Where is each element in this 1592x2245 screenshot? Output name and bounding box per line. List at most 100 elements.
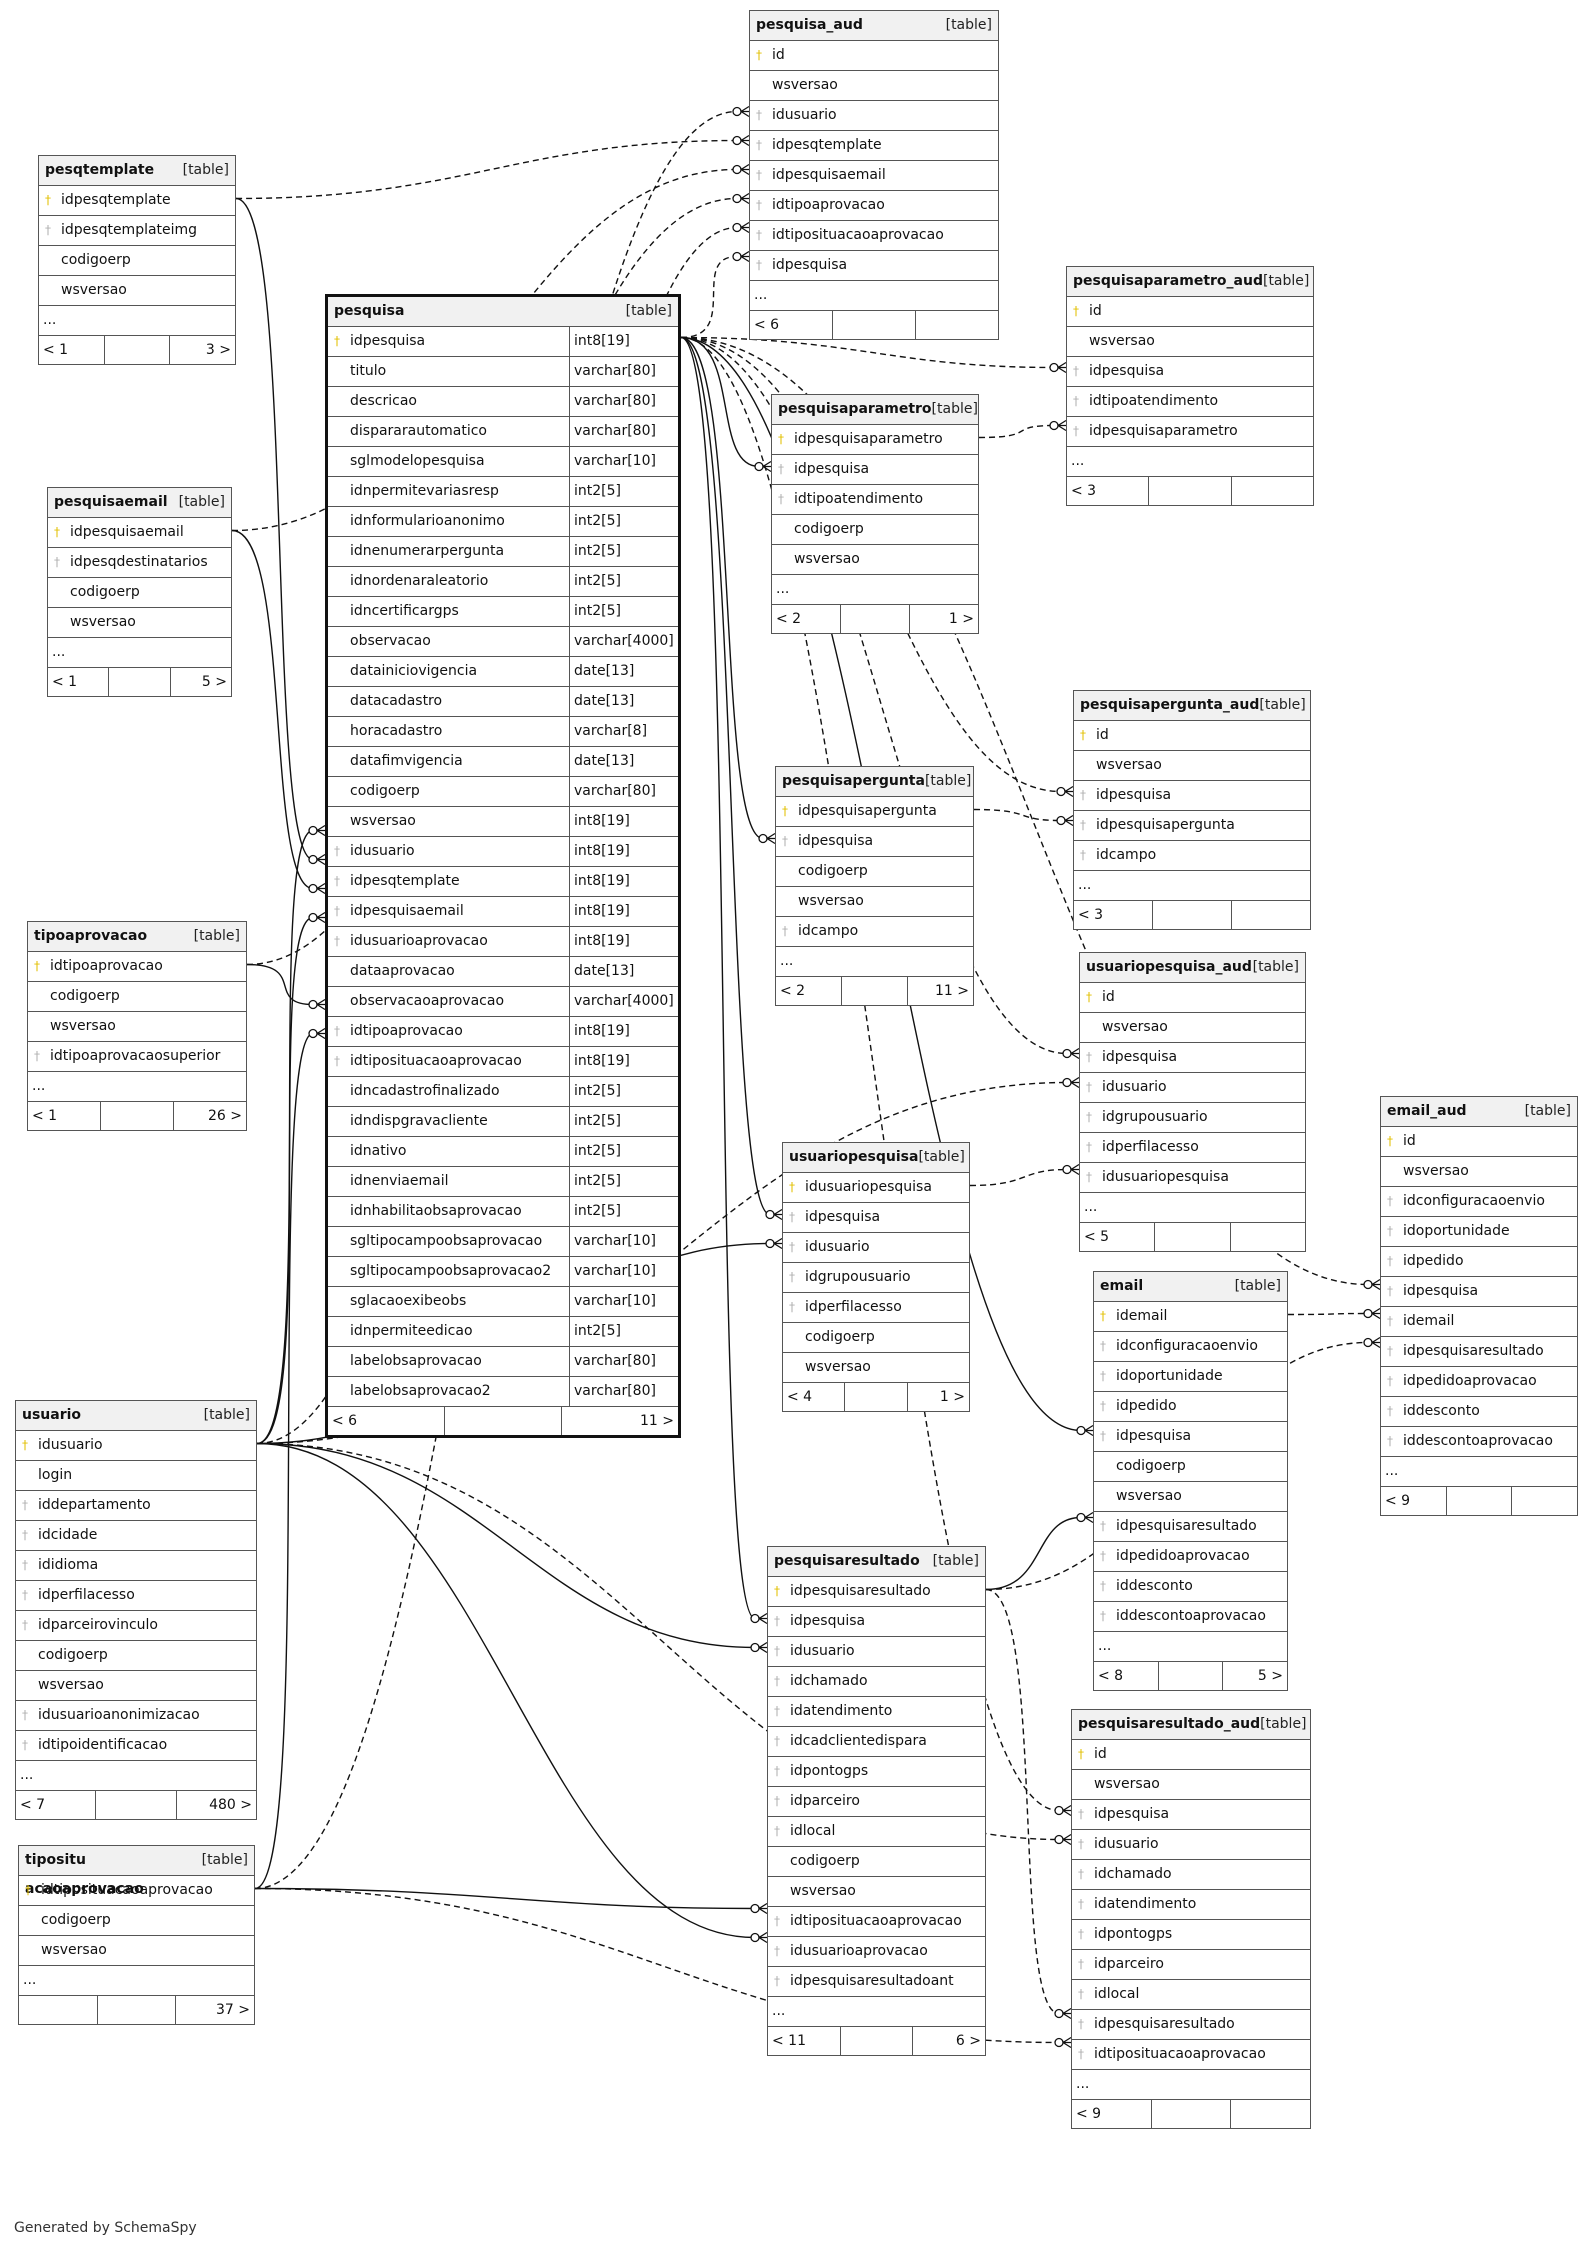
table-usuariopesquisa[interactable]: usuariopesquisa[table]†idusuariopesquisa…	[782, 1142, 970, 1412]
parents-count[interactable]: < 6	[328, 1407, 445, 1435]
parents-count[interactable]: < 1	[48, 668, 110, 696]
footer-spacer[interactable]	[1149, 477, 1232, 505]
parents-count[interactable]: < 3	[1067, 477, 1150, 505]
parents-count[interactable]: < 9	[1381, 1487, 1447, 1515]
column-name: wsversao	[1074, 751, 1310, 780]
table-name: usuariopesquisa_aud	[1086, 959, 1252, 975]
table-pesquisaresultado[interactable]: pesquisaresultado[table]†idpesquisaresul…	[767, 1546, 986, 2056]
footer-spacer[interactable]	[98, 1996, 177, 2024]
children-count[interactable]	[916, 311, 998, 339]
parents-count[interactable]: < 4	[783, 1383, 846, 1411]
column-label: idtipoaprovacao	[772, 197, 885, 213]
parents-count[interactable]: < 2	[772, 605, 841, 633]
column-name: †id	[1381, 1127, 1577, 1156]
footer-spacer[interactable]	[833, 311, 916, 339]
children-count[interactable]: 11 >	[935, 983, 969, 999]
parents-count[interactable]: < 5	[1080, 1223, 1156, 1251]
footer-spacer[interactable]	[842, 977, 908, 1005]
parents-count[interactable]: < 11	[768, 2027, 841, 2055]
column-row: †idpesqtemplateimg	[39, 216, 235, 246]
footer-spacer[interactable]	[445, 1407, 562, 1435]
footer-spacer[interactable]	[1152, 2100, 1232, 2128]
footer-spacer[interactable]	[841, 2027, 914, 2055]
children-count[interactable]: 6 >	[955, 2033, 982, 2049]
footer-spacer[interactable]	[105, 336, 171, 364]
parents-count[interactable]: < 3	[1074, 901, 1153, 929]
column-label: idconfiguracaoenvio	[1116, 1338, 1258, 1354]
column-datatype: date[13]	[569, 687, 678, 716]
children-count[interactable]: 26 >	[208, 1108, 242, 1124]
column-row: †idpontogps	[1072, 1920, 1310, 1950]
children-count[interactable]: 37 >	[216, 2002, 251, 2018]
table-pesquisaemail[interactable]: pesquisaemail[table]†idpesquisaemail†idp…	[47, 487, 232, 697]
table-pesquisapergunta[interactable]: pesquisapergunta[table]†idpesquisapergun…	[775, 766, 974, 1006]
children-count[interactable]	[1231, 1223, 1305, 1251]
column-label: idpesquisa	[805, 1209, 881, 1225]
table-tiposituacaoaprovacao[interactable]: tipositu​acaoaprovacao[table]†idtipositu…	[18, 1845, 255, 2025]
parents-count[interactable]: < 7	[16, 1791, 97, 1819]
table-pesquisaparametro[interactable]: pesquisaparametro[table]†idpesquisaparam…	[771, 394, 979, 634]
footer-spacer[interactable]	[1159, 1662, 1224, 1690]
footer-spacer[interactable]	[1153, 901, 1232, 929]
column-row: wsversao	[1067, 327, 1313, 357]
foreign-key-icon: †	[334, 1024, 340, 1038]
children-count[interactable]: 3 >	[205, 342, 232, 358]
many-cardinality-marker	[1070, 1076, 1080, 1089]
footer-spacer[interactable]	[96, 1791, 177, 1819]
column-label: wsversao	[50, 1018, 116, 1034]
footer-spacer[interactable]	[841, 605, 910, 633]
children-count[interactable]: 1 >	[939, 1389, 965, 1405]
table-pesqtemplate[interactable]: pesqtemplate[table]†idpesqtemplate†idpes…	[38, 155, 236, 365]
column-label: idgrupousuario	[1102, 1109, 1208, 1125]
column-name: †idtipoaprovacaosuperior	[28, 1042, 246, 1071]
foreign-key-icon: †	[1078, 2047, 1084, 2061]
children-count[interactable]	[1512, 1487, 1577, 1515]
column-row: †idpesquisaemail	[48, 518, 231, 548]
table-relationship-footer: < 6 11 >	[328, 1407, 678, 1435]
parents-count[interactable]: < 1	[39, 336, 105, 364]
column-name: idnenviaemail	[328, 1167, 569, 1196]
column-name: †idpesquisaparametro	[1067, 417, 1313, 446]
table-name: pesquisaresultado_aud	[1078, 1716, 1261, 1732]
parents-count[interactable]: < 1	[28, 1102, 101, 1130]
children-count[interactable]: 480 >	[209, 1797, 252, 1813]
footer-spacer[interactable]	[1155, 1223, 1231, 1251]
column-datatype: varchar[4000]	[569, 627, 678, 656]
table-relationship-footer: < 1 3 >	[39, 336, 235, 364]
parents-count[interactable]	[19, 1996, 98, 2024]
column-name: †idconfiguracaoenvio	[1381, 1187, 1577, 1216]
column-name: †idpesquisapergunta	[1074, 811, 1310, 840]
children-count[interactable]	[1232, 901, 1310, 929]
column-label: idpesquisaresultado	[1094, 2016, 1235, 2032]
footer-spacer[interactable]	[1447, 1487, 1513, 1515]
children-count[interactable]: 5 >	[201, 674, 227, 690]
footer-spacer[interactable]	[101, 1102, 174, 1130]
table-email[interactable]: email[table]†idemail†idconfiguracaoenvio…	[1093, 1271, 1288, 1691]
children-count[interactable]	[1231, 2100, 1310, 2128]
children-count[interactable]	[1232, 477, 1313, 505]
foreign-key-icon: †	[774, 1734, 780, 1748]
optional-cardinality-marker	[308, 1028, 318, 1039]
many-cardinality-marker	[740, 163, 750, 176]
parents-count[interactable]: < 8	[1094, 1662, 1159, 1690]
children-count[interactable]: 11 >	[640, 1413, 674, 1429]
footer-spacer[interactable]	[109, 668, 171, 696]
children-count[interactable]: 1 >	[948, 611, 974, 627]
children-count[interactable]: 5 >	[1257, 1668, 1284, 1684]
parents-count[interactable]: < 2	[776, 977, 842, 1005]
parents-count[interactable]: < 9	[1072, 2100, 1152, 2128]
column-row: codigoerp	[772, 515, 978, 545]
column-name: †idlocal	[1072, 1980, 1310, 2009]
footer-spacer[interactable]	[845, 1383, 908, 1411]
parents-count[interactable]: < 6	[750, 311, 833, 339]
